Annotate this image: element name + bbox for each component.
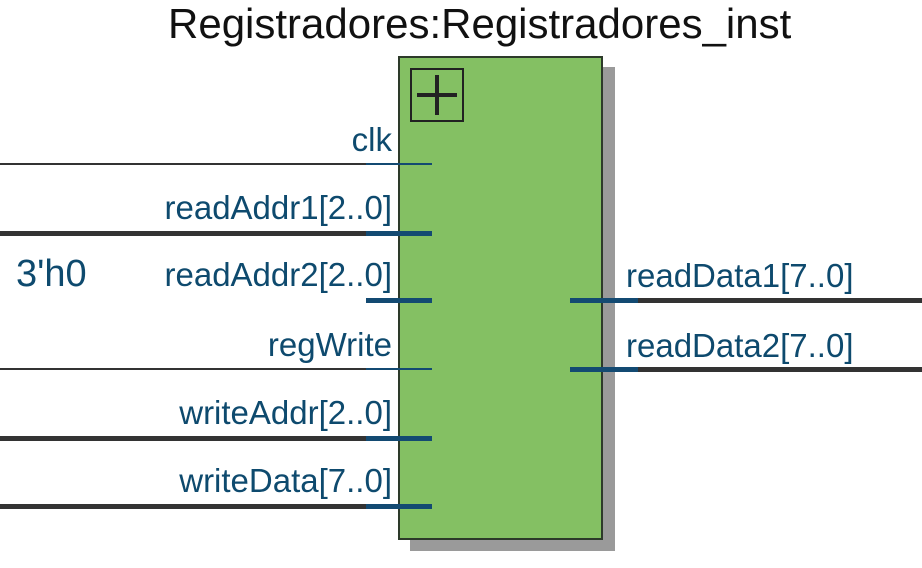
readData1-pin-stub-overlay (570, 298, 638, 303)
writeData-pin-stub (366, 504, 432, 509)
readAddr1-wire[interactable] (0, 231, 398, 236)
writeAddr-wire[interactable] (0, 436, 398, 441)
clk-label: clk (351, 121, 392, 158)
readData2-wire[interactable] (603, 367, 922, 372)
constant-value: 3'h0 (16, 253, 87, 295)
readAddr1-pin-stub (366, 231, 432, 236)
regWrite-wire[interactable] (0, 368, 398, 370)
block-title: Registradores:Registradores_inst (168, 0, 792, 47)
regWrite-pin-stub (366, 368, 432, 370)
writeData-wire[interactable] (0, 504, 398, 509)
readData2-pin-stub-overlay (570, 367, 638, 372)
regWrite-label: regWrite (267, 326, 392, 363)
writeAddr-pin-stub (366, 436, 432, 441)
writeAddr-label: writeAddr[2..0] (179, 394, 392, 431)
readAddr2-label: readAddr2[2..0] (164, 256, 393, 293)
registradores-block[interactable] (398, 56, 603, 540)
readAddr2-pin-stub (366, 298, 432, 303)
clk-wire[interactable] (0, 163, 398, 165)
writeData-label: writeData[7..0] (179, 462, 392, 499)
clk-pin-stub (366, 163, 432, 165)
readData1-label: readData1[7..0] (626, 257, 854, 294)
readAddr1-label: readAddr1[2..0] (164, 189, 393, 226)
readData2-label: readData2[7..0] (626, 327, 854, 364)
readData1-wire[interactable] (603, 298, 922, 303)
plus-icon[interactable] (410, 68, 464, 122)
